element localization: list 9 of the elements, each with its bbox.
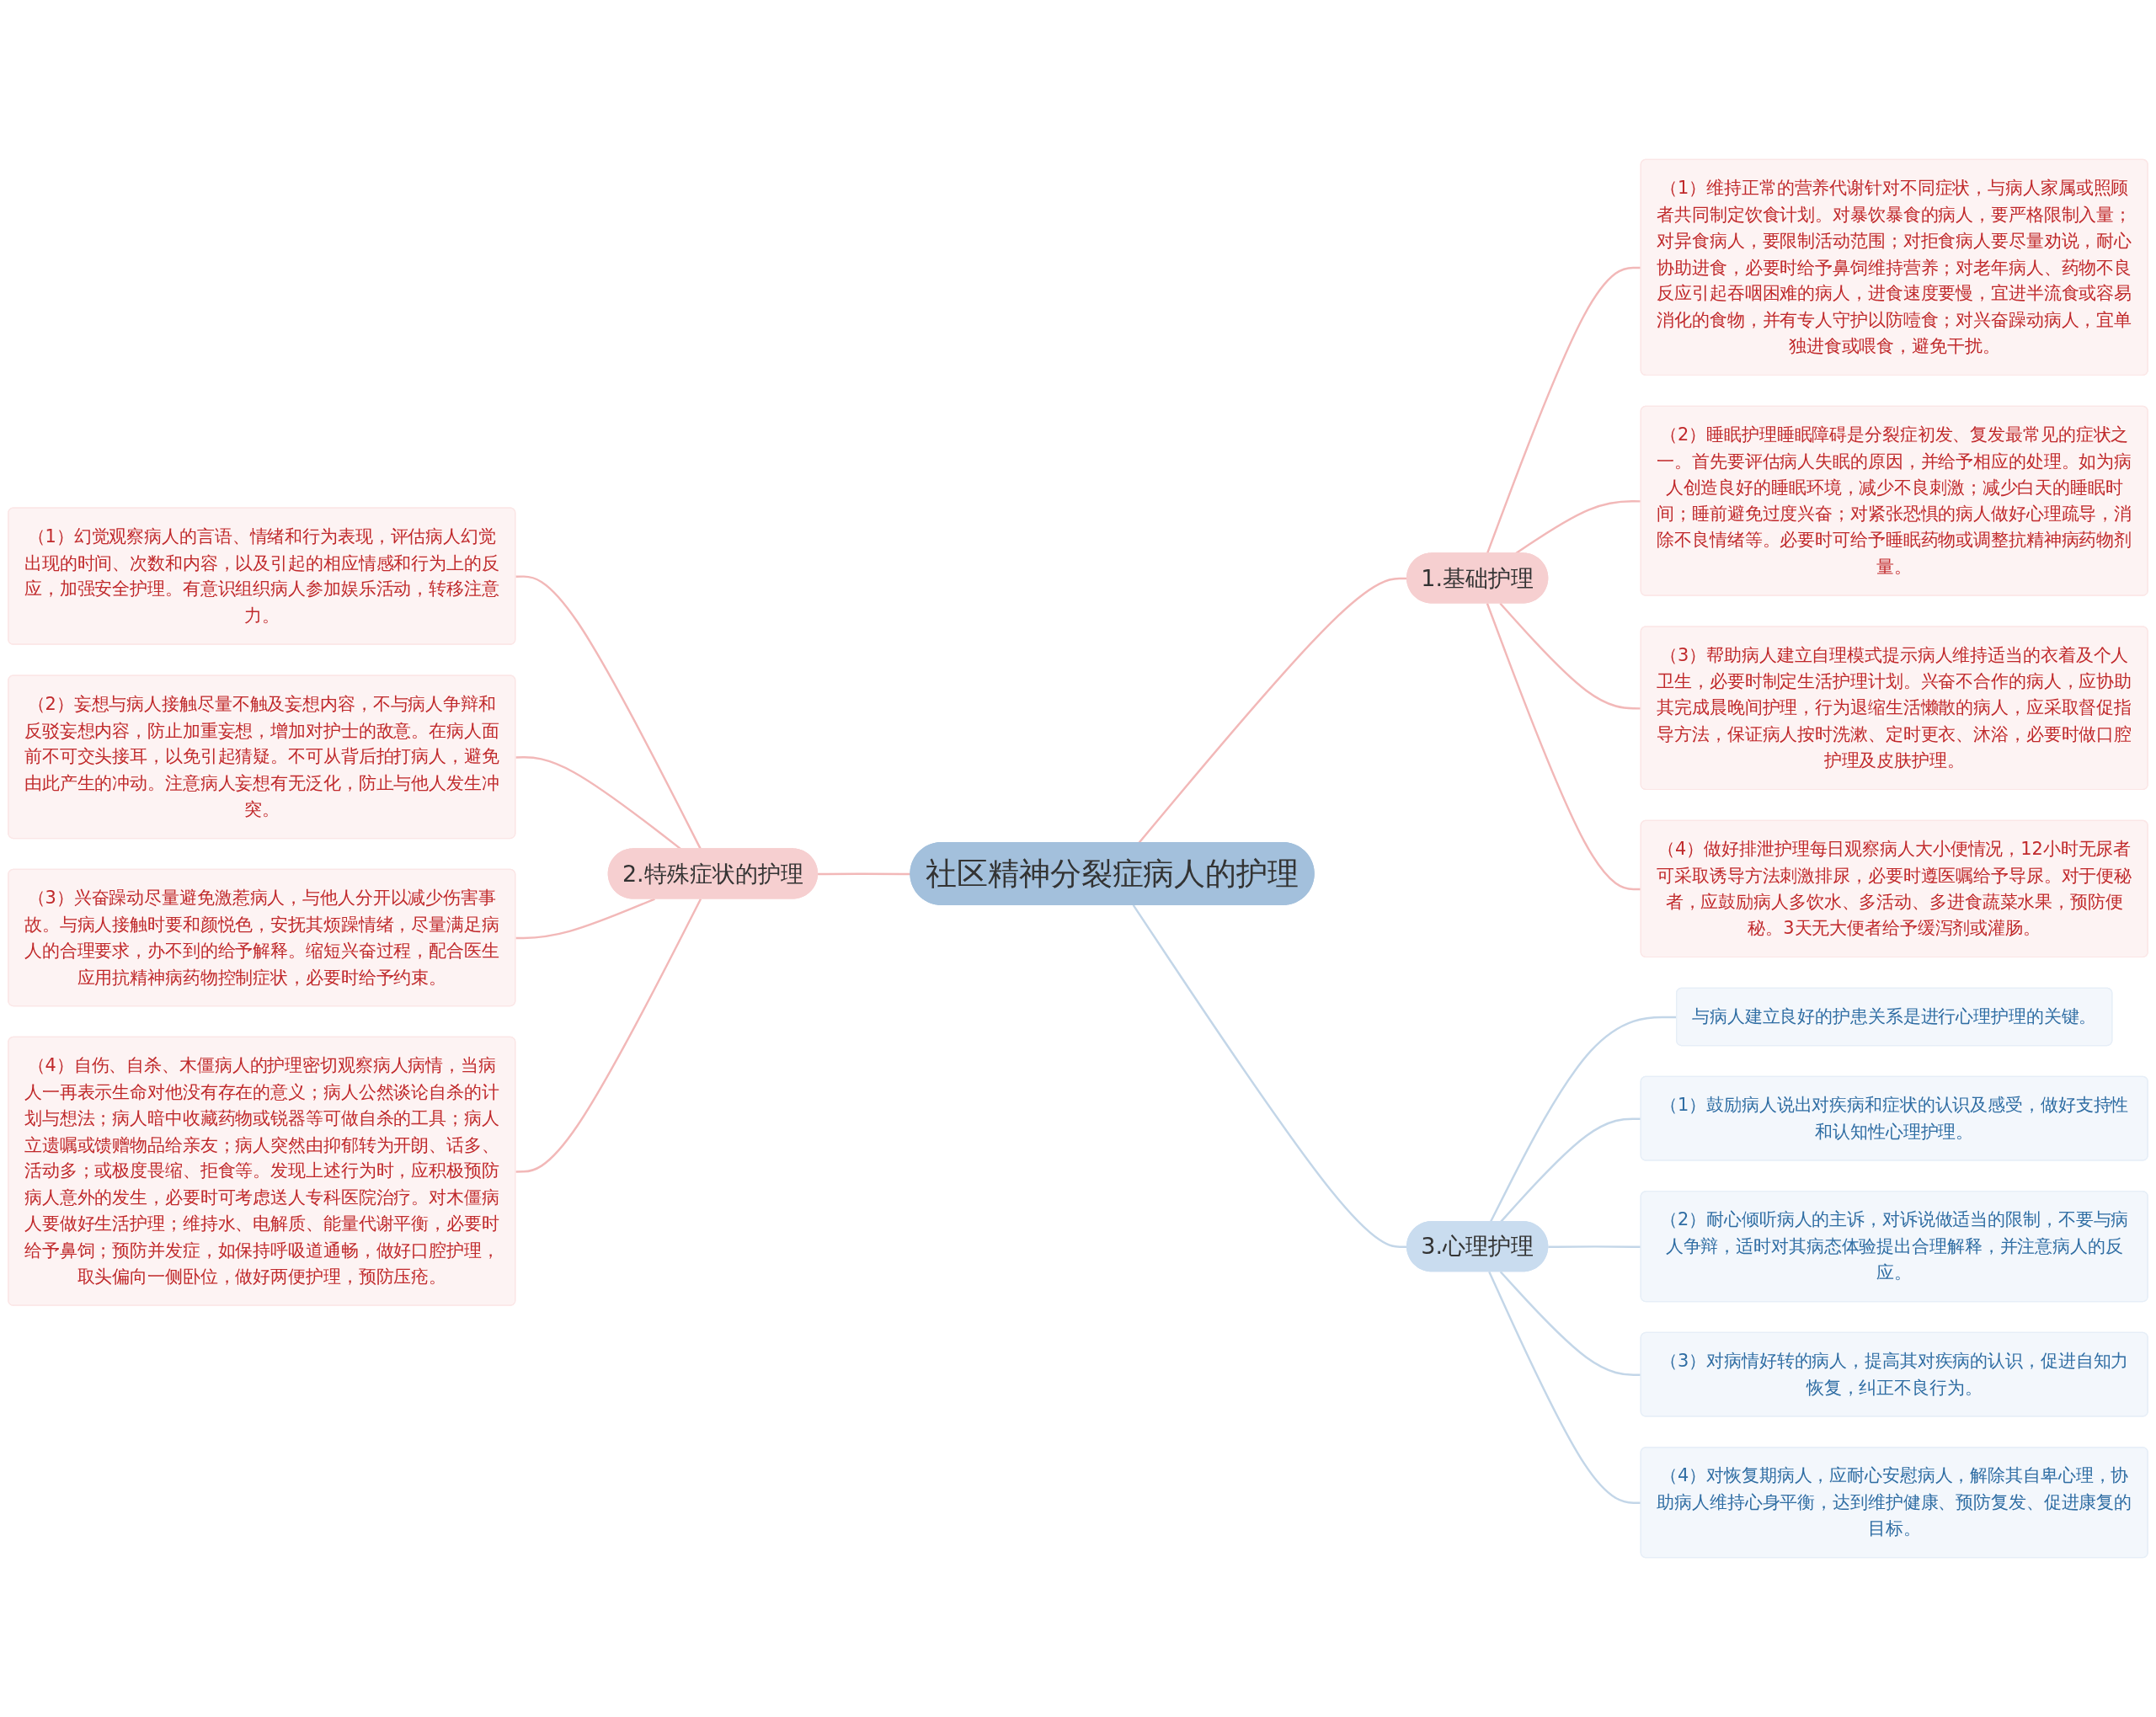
connector — [1486, 266, 1641, 554]
connector — [1488, 1271, 1641, 1505]
connector — [515, 898, 655, 940]
connector — [818, 872, 911, 876]
connector — [1548, 1245, 1641, 1248]
connector — [515, 898, 702, 1173]
connector — [1499, 602, 1641, 710]
connector — [1499, 1271, 1641, 1377]
connector — [1486, 603, 1641, 891]
